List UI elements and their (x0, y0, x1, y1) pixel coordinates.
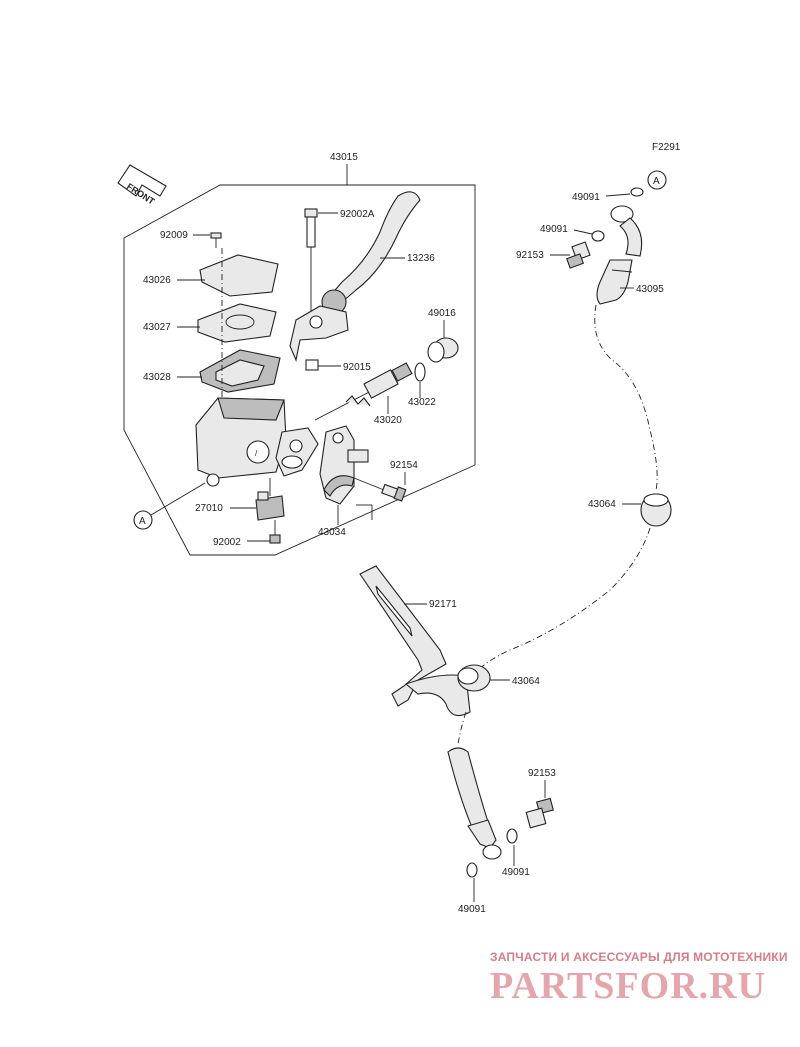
switch-27010 (255, 478, 285, 521)
label-92015: 92015 (343, 362, 371, 373)
label-92154: 92154 (390, 460, 418, 471)
label-43020: 43020 (374, 415, 402, 426)
front-arrow-icon: FRONT (117, 164, 167, 207)
label-43034: 43034 (318, 527, 346, 538)
figure-code: F2291 (652, 142, 681, 153)
lever-13236 (289, 191, 421, 362)
lever-bracket (275, 427, 319, 477)
boot-49016 (427, 337, 459, 363)
banjo-bolt-92153-top (566, 241, 591, 269)
label-49091-top1: 49091 (572, 192, 600, 203)
watermark-logo: PARTSFOR.RU (490, 965, 767, 1007)
master-cylinder-body: / (195, 397, 287, 487)
label-27010: 27010 (195, 503, 223, 514)
washer-49091-bottom1 (506, 828, 518, 844)
reservoir-cap-43026 (199, 254, 279, 297)
callout-a-left-text: A (139, 516, 146, 527)
label-92153-top: 92153 (516, 250, 544, 261)
label-43095: 43095 (636, 284, 664, 295)
callout-a-right-text: A (653, 176, 660, 187)
label-49091-top2: 49091 (540, 224, 568, 235)
label-43022: 43022 (408, 397, 436, 408)
washer-49091-bottom2 (466, 862, 478, 878)
screw-92002 (269, 520, 281, 544)
label-13236: 13236 (407, 253, 435, 264)
label-92009: 92009 (160, 230, 188, 241)
assembly-boundary (123, 184, 476, 556)
label-43028: 43028 (143, 372, 171, 383)
nut-92015 (305, 359, 319, 371)
bracket-92171 (359, 565, 471, 717)
clamp-43034 (319, 425, 369, 505)
svg-text:/: / (255, 449, 258, 458)
washer-49091-top1 (630, 187, 644, 197)
piston-kit-43020 (314, 362, 413, 421)
label-43027: 43027 (143, 322, 171, 333)
label-49016: 49016 (428, 308, 456, 319)
watermark-caption: ЗАПЧАСТИ И АКСЕССУАРЫ ДЛЯ МОТОТЕХНИКИ (490, 950, 788, 964)
label-92002A: 92002A (340, 209, 375, 220)
label-49091-bottom2: 49091 (458, 904, 486, 915)
callout-a-right (647, 170, 667, 190)
washer-49091-top2 (591, 230, 605, 242)
label-43015: 43015 (330, 152, 358, 163)
label-43064-low: 43064 (512, 676, 540, 687)
label-43064-mid: 43064 (588, 499, 616, 510)
label-43026: 43026 (143, 275, 171, 286)
brake-hose-lower (447, 711, 502, 860)
label-92002: 92002 (213, 537, 241, 548)
grommet-43064-mid (640, 493, 672, 527)
circlip-43022 (414, 362, 426, 382)
bolt-92154 (353, 477, 407, 502)
label-92153-bottom: 92153 (528, 768, 556, 779)
label-92171: 92171 (429, 599, 457, 610)
banjo-bolt-92153-bottom (525, 797, 554, 829)
pivot-bolt-92002A (304, 208, 318, 320)
grommet-43064-low (457, 664, 491, 692)
callout-a-left (133, 510, 153, 530)
brake-hose-43095 (594, 259, 658, 491)
label-49091-bottom1: 49091 (502, 867, 530, 878)
screw-92009 (210, 232, 222, 248)
banjo-fitting-top (610, 205, 643, 257)
plate-43027 (197, 303, 277, 343)
